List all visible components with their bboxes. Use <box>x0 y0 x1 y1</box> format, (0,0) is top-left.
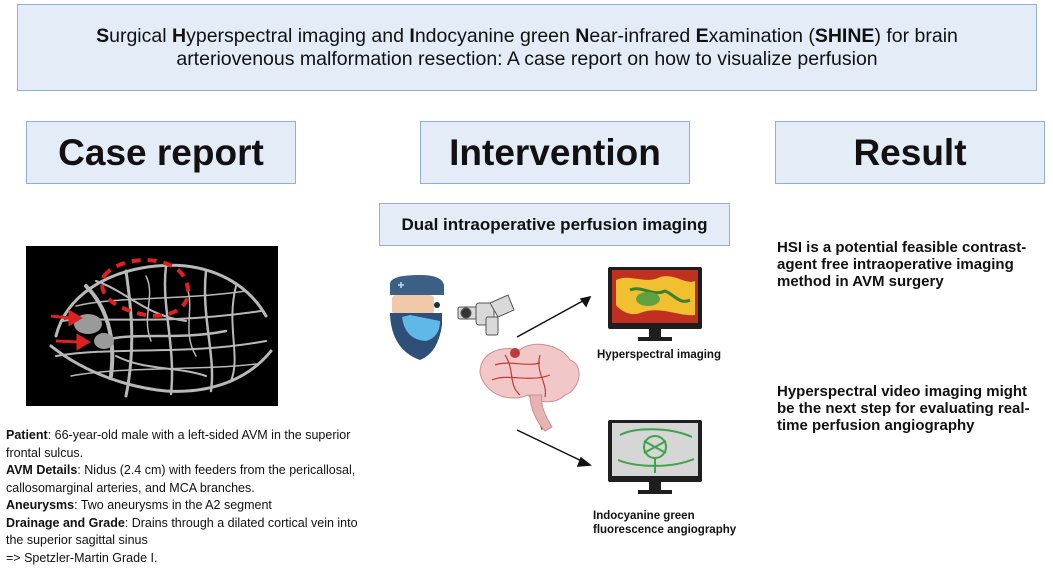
title-box: Surgical Hyperspectral imaging and Indoc… <box>17 4 1037 91</box>
monitor-icon <box>608 420 702 494</box>
result-statement-2: Hyperspectral video imaging might be the… <box>777 383 1030 434</box>
dual-imaging-box: Dual intraoperative perfusion imaging <box>379 203 730 246</box>
icg-caption: Indocyanine green fluorescence angiograp… <box>593 509 773 537</box>
dual-imaging-label: Dual intraoperative perfusion imaging <box>401 214 708 234</box>
title-part: I <box>409 24 415 47</box>
title-part: urgical <box>109 24 172 47</box>
title-part: yperspectral imaging and <box>186 24 410 47</box>
title-part: ear-infrared <box>589 24 696 47</box>
title-part: S <box>96 24 110 47</box>
microscope-icon <box>457 294 515 336</box>
header-result: Result <box>775 121 1045 184</box>
title-part: E <box>695 24 709 47</box>
case-avm-details: AVM Details: Nidus (2.4 cm) with feeders… <box>6 463 356 495</box>
angiography-vessels <box>49 258 273 398</box>
header-intervention-label: Intervention <box>449 131 661 173</box>
monitor-icon <box>608 267 702 341</box>
title-part: ) for brain arteriovenous malformation r… <box>176 24 958 70</box>
case-patient: Patient: 66-year-old male with a left-si… <box>6 428 351 460</box>
header-case-report-label: Case report <box>58 131 264 173</box>
brain-icon <box>479 343 580 432</box>
header-intervention: Intervention <box>420 121 690 184</box>
icg-caption-line2: fluorescence angiography <box>593 524 737 536</box>
title-part: H <box>172 24 187 47</box>
result-statement-1: HSI is a potential feasible contrast-age… <box>777 239 1027 290</box>
title-part: SHINE <box>814 24 875 47</box>
surgeon-icon <box>390 275 444 360</box>
case-grade: => Spetzler-Martin Grade I. <box>6 550 158 565</box>
case-aneurysms: Aneurysms: Two aneurysms in the A2 segme… <box>6 498 272 512</box>
case-drainage: Drainage and Grade: Drains through a dil… <box>6 515 358 548</box>
title-text: Surgical Hyperspectral imaging and Indoc… <box>77 25 977 71</box>
title-part: N <box>575 24 590 47</box>
title-part: ndocyanine green <box>414 24 576 47</box>
angiography-image <box>26 246 278 406</box>
header-result-label: Result <box>853 131 967 173</box>
header-case-report: Case report <box>26 121 296 184</box>
icg-caption-line1: Indocyanine green <box>593 510 695 522</box>
intervention-illustration <box>390 267 702 494</box>
hsi-caption: Hyperspectral imaging <box>597 349 721 361</box>
case-report-text: Patient: 66-year-old male with a left-si… <box>6 427 376 567</box>
title-part: xamination ( <box>708 24 815 47</box>
